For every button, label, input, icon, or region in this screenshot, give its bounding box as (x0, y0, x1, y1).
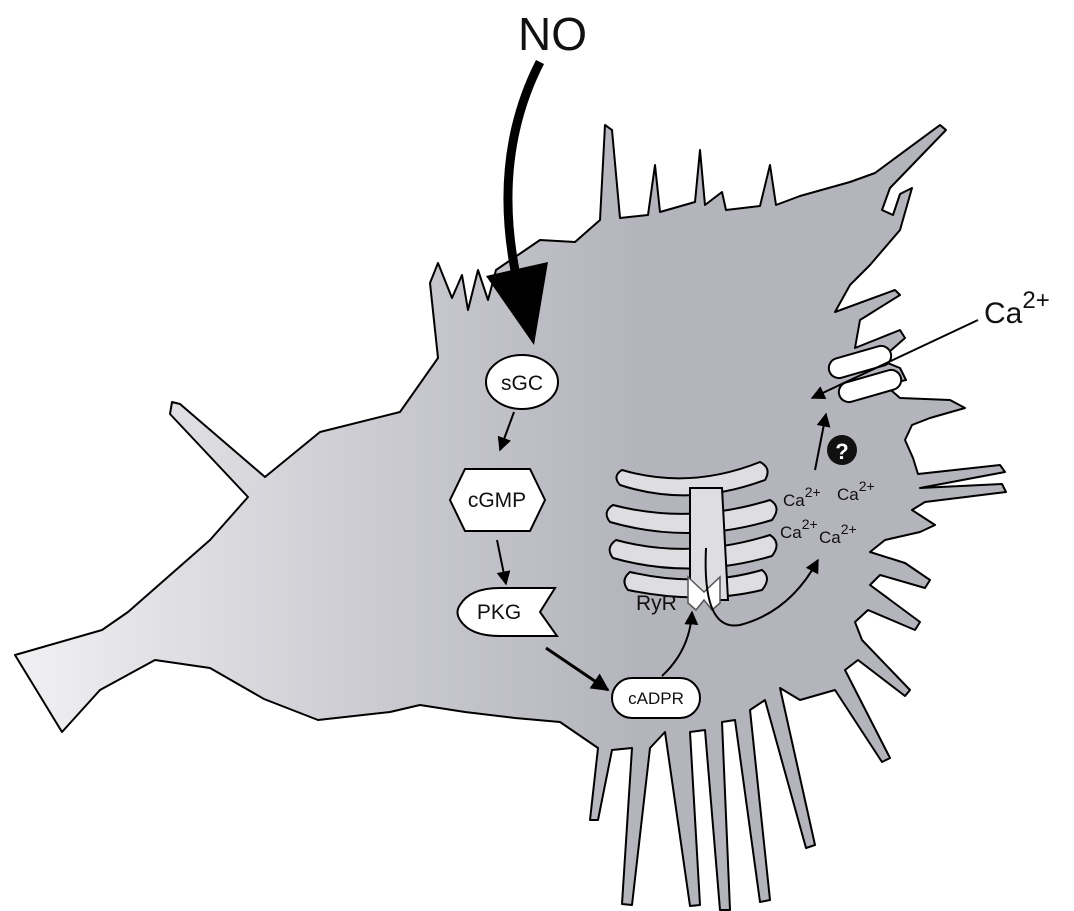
question-label: ? (835, 439, 848, 464)
cgmp-label: cGMP (468, 489, 526, 512)
unknown-mechanism: ? (827, 435, 857, 465)
sgc-label: sGC (501, 372, 543, 395)
pkg-label: PKG (477, 601, 521, 624)
cadpr-node: cADPR (612, 678, 700, 718)
sgc-node: sGC (486, 355, 558, 409)
cgmp-node: cGMP (450, 469, 545, 531)
ryr-label: RyR (636, 592, 677, 615)
cadpr-label: cADPR (628, 689, 684, 708)
no-label: NO (518, 8, 587, 60)
extracellular-calcium-label: Ca2+ (984, 287, 1050, 330)
